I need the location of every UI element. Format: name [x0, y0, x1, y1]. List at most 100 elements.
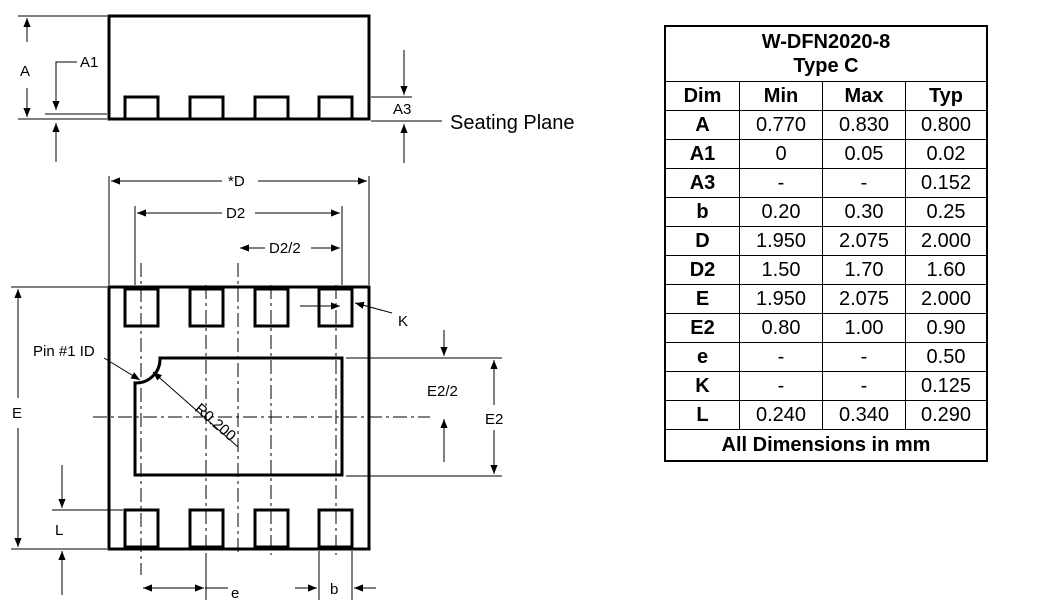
header-min: Min: [739, 81, 823, 111]
table-footer-row: All Dimensions in mm: [664, 429, 988, 462]
dim-a1-leader: [52, 61, 77, 110]
max-cell: -: [822, 342, 906, 372]
dim-name-cell: D: [664, 226, 740, 256]
header-max: Max: [822, 81, 906, 111]
typ-cell: 0.90: [905, 313, 988, 343]
typ-cell: 0.125: [905, 371, 988, 401]
table-row: K--0.125: [664, 371, 988, 401]
max-cell: 0.340: [822, 400, 906, 430]
min-cell: 1.50: [739, 255, 823, 285]
exposed-pad: [133, 356, 344, 477]
min-cell: -: [739, 342, 823, 372]
typ-cell: 0.25: [905, 197, 988, 227]
dim-d2half-label: D2/2: [269, 240, 301, 257]
dim-k-arrow: [354, 301, 393, 314]
side-body: [107, 14, 371, 121]
dim-name-cell: A3: [664, 168, 740, 198]
max-cell: 2.075: [822, 226, 906, 256]
pin1-leader: [103, 357, 141, 381]
side-view: A A1 A3 Seating Plane: [18, 14, 575, 163]
dim-name-cell: A: [664, 110, 740, 140]
min-cell: 1.950: [739, 284, 823, 314]
max-cell: 1.00: [822, 313, 906, 343]
header-dim: Dim: [664, 81, 740, 111]
dim-name-cell: A1: [664, 139, 740, 169]
min-cell: 0.20: [739, 197, 823, 227]
side-lead: [253, 95, 290, 121]
min-cell: 1.950: [739, 226, 823, 256]
dim-l-label: L: [55, 522, 63, 539]
dim-name-cell: E: [664, 284, 740, 314]
center-lines: [93, 263, 430, 575]
header-typ: Typ: [905, 81, 988, 111]
dim-e2-label: E2: [485, 411, 503, 428]
dim-a3-label: A3: [393, 101, 411, 118]
dim-b-label: b: [330, 581, 338, 598]
max-cell: 2.075: [822, 284, 906, 314]
dim-a-label: A: [20, 63, 30, 80]
typ-cell: 1.60: [905, 255, 988, 285]
table-footer: All Dimensions in mm: [664, 429, 988, 462]
min-cell: -: [739, 371, 823, 401]
table-title-line2: Type C: [793, 55, 859, 77]
side-leads: [123, 95, 354, 121]
max-cell: 0.05: [822, 139, 906, 169]
min-cell: 0.80: [739, 313, 823, 343]
typ-cell: 0.800: [905, 110, 988, 140]
package-body: [107, 285, 371, 551]
dim-name-cell: e: [664, 342, 740, 372]
dim-name-cell: L: [664, 400, 740, 430]
max-cell: -: [822, 371, 906, 401]
dim-d-label: *D: [228, 173, 245, 190]
min-cell: -: [739, 168, 823, 198]
dim-a1-label: A1: [80, 54, 98, 71]
typ-cell: 0.290: [905, 400, 988, 430]
dim-k-label: K: [398, 313, 408, 330]
dim-name-cell: K: [664, 371, 740, 401]
pin1-label: Pin #1 ID: [33, 343, 95, 360]
typ-cell: 2.000: [905, 284, 988, 314]
table-title-row: W-DFN2020-8 Type C: [664, 25, 988, 82]
table-header-row: Dim Min Max Typ: [664, 81, 988, 111]
min-cell: 0.240: [739, 400, 823, 430]
dim-name-cell: D2: [664, 255, 740, 285]
typ-cell: 0.02: [905, 139, 988, 169]
side-lead: [123, 95, 160, 121]
dim-pitch-label: e: [231, 585, 239, 602]
max-cell: 0.30: [822, 197, 906, 227]
dim-e2half-label: E2/2: [427, 383, 458, 400]
min-cell: 0: [739, 139, 823, 169]
min-cell: 0.770: [739, 110, 823, 140]
max-cell: -: [822, 168, 906, 198]
typ-cell: 0.50: [905, 342, 988, 372]
side-lead: [188, 95, 225, 121]
radius-label: R0.200: [191, 400, 239, 445]
typ-cell: 0.152: [905, 168, 988, 198]
table-row: A3--0.152: [664, 168, 988, 198]
dim-name-cell: E2: [664, 313, 740, 343]
radius-leader: [152, 371, 239, 448]
dim-name-cell: b: [664, 197, 740, 227]
table-title-line1: W-DFN2020-8: [761, 31, 891, 53]
table-row: e--0.50: [664, 342, 988, 372]
side-lead: [317, 95, 354, 121]
dim-d2-label: D2: [226, 205, 245, 222]
table-title: W-DFN2020-8 Type C: [664, 25, 988, 82]
typ-cell: 2.000: [905, 226, 988, 256]
max-cell: 1.70: [822, 255, 906, 285]
dim-e-label: E: [12, 405, 22, 422]
seating-plane-label: Seating Plane: [450, 112, 575, 134]
bottom-view: *D D2 D2/2 K Pin #1 ID R0.200 E E2/: [11, 173, 503, 602]
max-cell: 0.830: [822, 110, 906, 140]
